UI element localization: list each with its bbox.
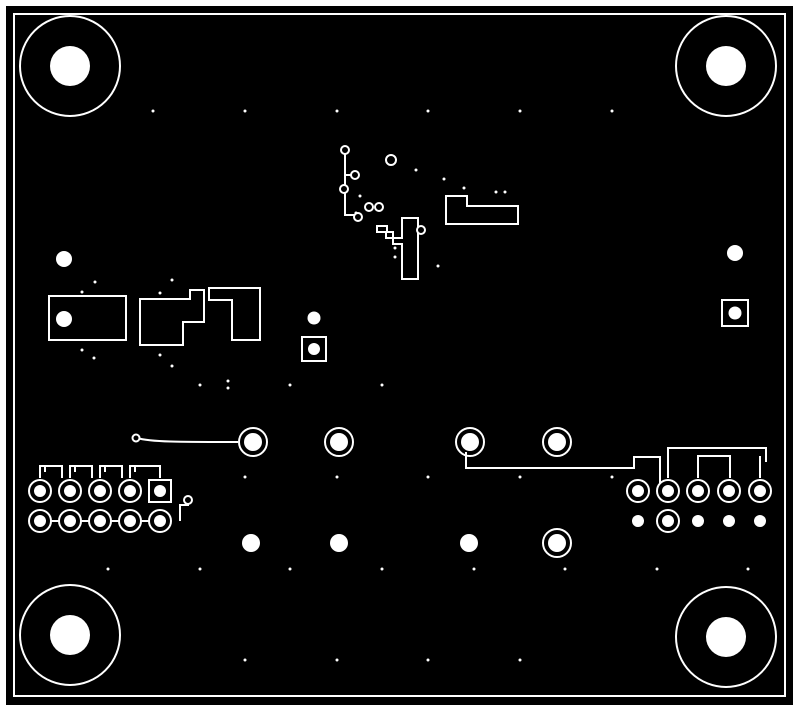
ic-pad	[376, 217, 419, 280]
copper-pad-right-ic	[445, 195, 519, 225]
left-header-holes	[34, 485, 166, 527]
pad-hole-left-2	[56, 311, 72, 327]
mounting-hole-bottom-right	[675, 586, 777, 688]
mounting-holes	[19, 15, 777, 688]
square-pads	[301, 245, 749, 362]
copper-pad-left-2	[139, 289, 205, 346]
trace-left-to-pad	[136, 437, 239, 443]
lower-holes-row	[242, 528, 572, 558]
pad-hole-right-top	[727, 245, 743, 261]
pad-hole-left-1	[56, 251, 72, 267]
square-pad-right	[721, 299, 749, 327]
right-header-holes	[632, 485, 766, 527]
pad-hole-center-top	[307, 311, 321, 325]
copper-pad-left-1	[48, 295, 127, 341]
mounting-hole-bottom-left	[19, 584, 121, 686]
mounting-hole-top-left	[19, 15, 121, 117]
mounting-hole-top-right	[675, 15, 777, 117]
board-outline	[13, 13, 786, 697]
copper-pad-left-3	[208, 287, 261, 341]
through-hole-pads-row	[131, 427, 668, 491]
ic-area-traces	[339, 145, 519, 280]
board-pour	[6, 6, 793, 705]
left-copper-pads	[48, 287, 261, 346]
